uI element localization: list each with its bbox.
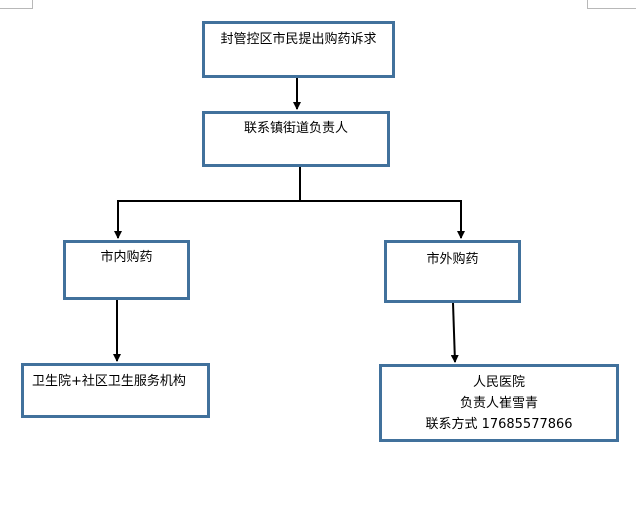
arrow-split-to-out-city [300,200,465,239]
appeal-box: 封管控区市民提出购药诉求 [202,21,395,78]
out-city-box: 市外购药 [384,240,521,303]
arrow-out-city-to-hospital [450,302,459,363]
contact-box: 联系镇街道负责人 [202,111,390,167]
hospital-name: 人民医院 [472,375,525,390]
appeal-box-label: 封管控区市民提出购药诉求 [220,32,377,47]
page-corner-mark-left [0,0,33,9]
page-corner-mark-right [587,0,636,9]
hospital-contact: 联系方式 17685577866 [425,417,573,432]
in-city-box-label: 市内购药 [100,250,153,265]
clinic-box: 卫生院+社区卫生服务机构 [21,363,210,418]
clinic-box-label: 卫生院+社区卫生服务机构 [32,374,186,389]
hospital-responsible: 负责人崔雪青 [459,396,538,411]
out-city-box-label: 市外购药 [426,252,479,267]
contact-box-label: 联系镇街道负责人 [243,121,348,136]
arrow-split-to-in-city [114,200,300,239]
hospital-box: 人民医院 负责人崔雪青 联系方式 17685577866 [379,364,619,442]
in-city-box: 市内购药 [63,240,190,300]
